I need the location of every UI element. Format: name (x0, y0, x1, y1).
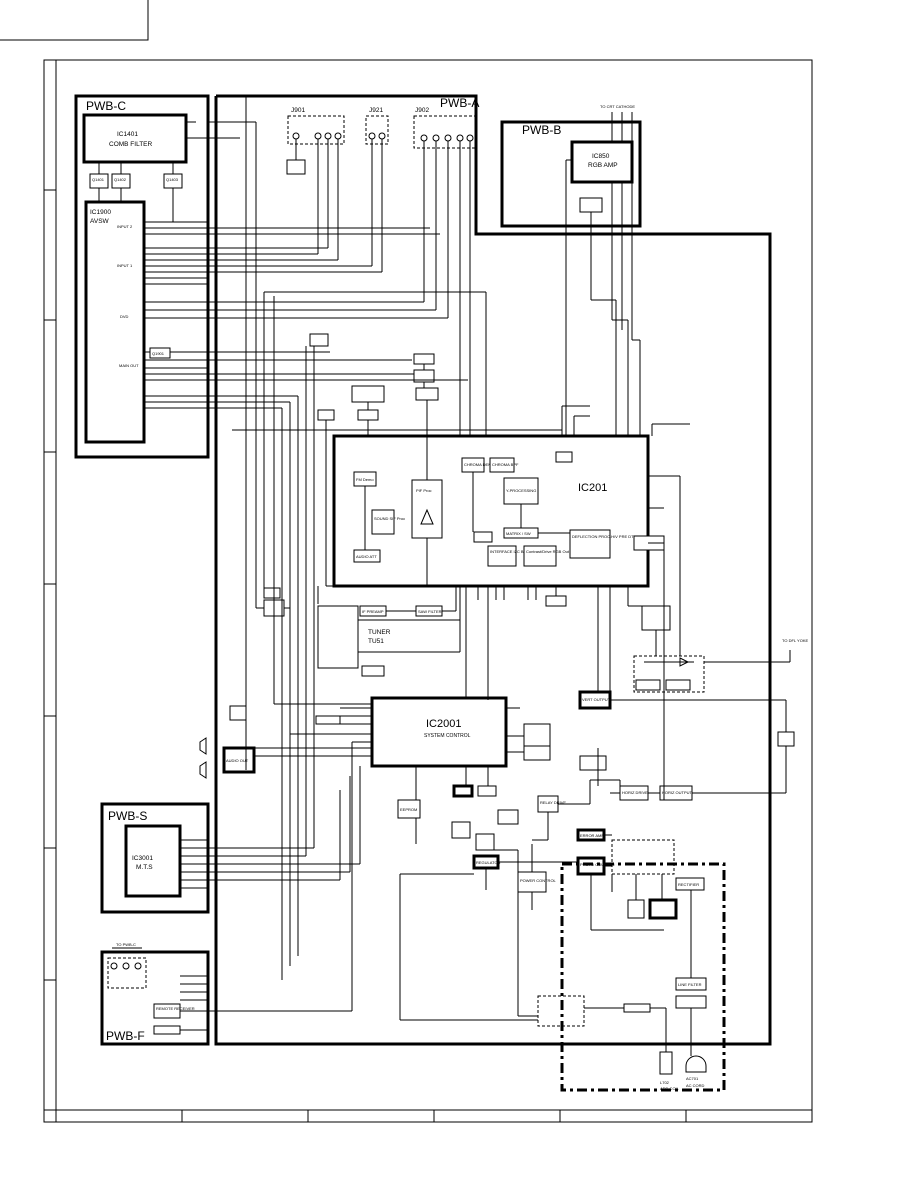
matrix-sw-label: MATRIX / SW (506, 531, 531, 536)
saw-filter-label: SAW FILTER (418, 609, 442, 614)
sound-sif-label: SOUND SIF Proc (374, 516, 405, 521)
ic3001-label: IC3001 (132, 855, 153, 862)
ic1401-label: IC1401 (117, 131, 138, 138)
input-jacks: J901 J921 J902 (286, 107, 477, 175)
to-dfl-yoke-label: TO DFL YOKE (782, 638, 808, 643)
photo-coupler-label: PHOTO COUPLER (580, 862, 615, 867)
power-control-label: POWER CONTROL (520, 878, 557, 883)
pwb-f-label: PWB-F (106, 1029, 145, 1043)
ic850-label: IC850 (592, 153, 610, 160)
comb-filter-label: COMB FILTER (109, 141, 153, 148)
tu51-label: TU51 (368, 638, 384, 645)
svg-text:Q1403: Q1403 (166, 177, 179, 182)
j901-label: J901 (291, 107, 305, 114)
pwb-b-board: PWB-B TO CRT CATHODE IC850 RGB AMP (500, 104, 642, 234)
pif-proc-label: PIF Proc (416, 488, 432, 493)
svg-text:Q1401: Q1401 (92, 177, 105, 182)
ic201-label: IC201 (578, 482, 607, 494)
contrast-label: Contrast/Drive RGB Out (526, 549, 570, 554)
avsw-pins (144, 221, 208, 409)
buffer-blocks (263, 333, 573, 617)
rectifier-label: RECTIFIER (678, 882, 699, 887)
chroma-demo-label: CHROMA DEMO (464, 462, 495, 467)
dvd-label: DVD (120, 314, 129, 319)
deflection-output: VERT OUTPUT HORIZ DRIVE HORIZ OUTPUT TO … (545, 535, 808, 801)
pwb-b-label: PWB-B (522, 123, 561, 137)
y-process-label: Y-PROCESSING (506, 488, 536, 493)
avsw-label: AVSW (90, 218, 110, 225)
pwb-c-board: PWB-C IC1401 COMB FILTER Q1401 Q1402 Q14… (74, 94, 240, 459)
tuner-label: TUNER (368, 629, 391, 636)
input-2-label: INPUT 2 (117, 224, 133, 229)
eeprom-label: EEPROM (400, 807, 417, 812)
pwb-f-board: PWB-F TO PWB-C REMOTE RECEIVER (100, 942, 210, 1046)
svg-text:Q1402: Q1402 (114, 177, 127, 182)
pwb-a-label: PWB-A (440, 96, 479, 110)
ac701-label: AC701 (686, 1076, 699, 1081)
mts-label: M.T.S (136, 864, 153, 871)
to-pwb-c-label: TO PWB-C (116, 942, 136, 947)
deflection-label: DEFLECTION PROC.H/V PRE DTC (572, 534, 637, 539)
chroma-bpf-label: CHROMA BPF (492, 462, 519, 467)
relay-drive-label: RELAY DRIVE (540, 800, 566, 805)
ic1900-label: IC1900 (90, 209, 111, 216)
l702-label: L702 (660, 1080, 670, 1085)
system-control-label: SYSTEM CONTROL (424, 733, 471, 739)
page-frame (0, 0, 813, 1123)
vert-output-label: VERT OUTPUT (582, 697, 611, 702)
line-filter-label: LINE FILTER (678, 982, 702, 987)
pwb-s-label: PWB-S (108, 809, 147, 823)
error-amp-label: ERROR AMP (580, 833, 604, 838)
power-supply-region: ERROR AMP PHOTO COUPLER RECTIFIER LINE F… (498, 828, 726, 1092)
main-out-label: MAIN OUT (119, 363, 139, 368)
audio-att-label: AUDIO ATT (356, 554, 377, 559)
if-preamp-label: IF PREAMP (362, 609, 384, 614)
ic201-block: IC201 FM Demo SOUND SIF Proc AUDIO ATT P… (332, 434, 650, 588)
svg-text:Q1901: Q1901 (152, 351, 165, 356)
ic2001-label: IC2001 (426, 718, 461, 730)
input-1-label: INPUT 1 (117, 263, 133, 268)
remote-receiver-label: REMOTE RECEIVER (156, 1006, 195, 1011)
pwb-a-outline: PWB-A (214, 94, 772, 1046)
regulator-label: REGULATOR (476, 860, 501, 865)
add-coil-label: ADD COIL (660, 1086, 680, 1091)
ic2001-block: IC2001 SYSTEM CONTROL AUDIO OUT EEPROM R… (199, 696, 607, 893)
j921-label: J921 (369, 107, 383, 114)
tuner-block: TUNER TU51 IF PREAMP SAW FILTER (317, 586, 457, 677)
horiz-output-label: HORIZ OUTPUT (662, 790, 693, 795)
rgb-amp-label: RGB AMP (588, 162, 618, 169)
to-crt-cathode-label: TO CRT CATHODE (600, 104, 635, 109)
pwb-s-board: PWB-S IC3001 M.T.S (100, 802, 210, 914)
audio-out-label: AUDIO OUT (226, 758, 249, 763)
signal-wiring (208, 96, 787, 1021)
ac-cord-label: AC CORD (686, 1083, 705, 1088)
fm-demo-label: FM Demo (356, 477, 374, 482)
j902-label: J902 (415, 107, 429, 114)
horiz-drive-label: HORIZ DRIVE (622, 790, 648, 795)
interface-label: INTERFACE I2C BUS (490, 549, 529, 554)
pwb-c-label: PWB-C (86, 99, 126, 113)
